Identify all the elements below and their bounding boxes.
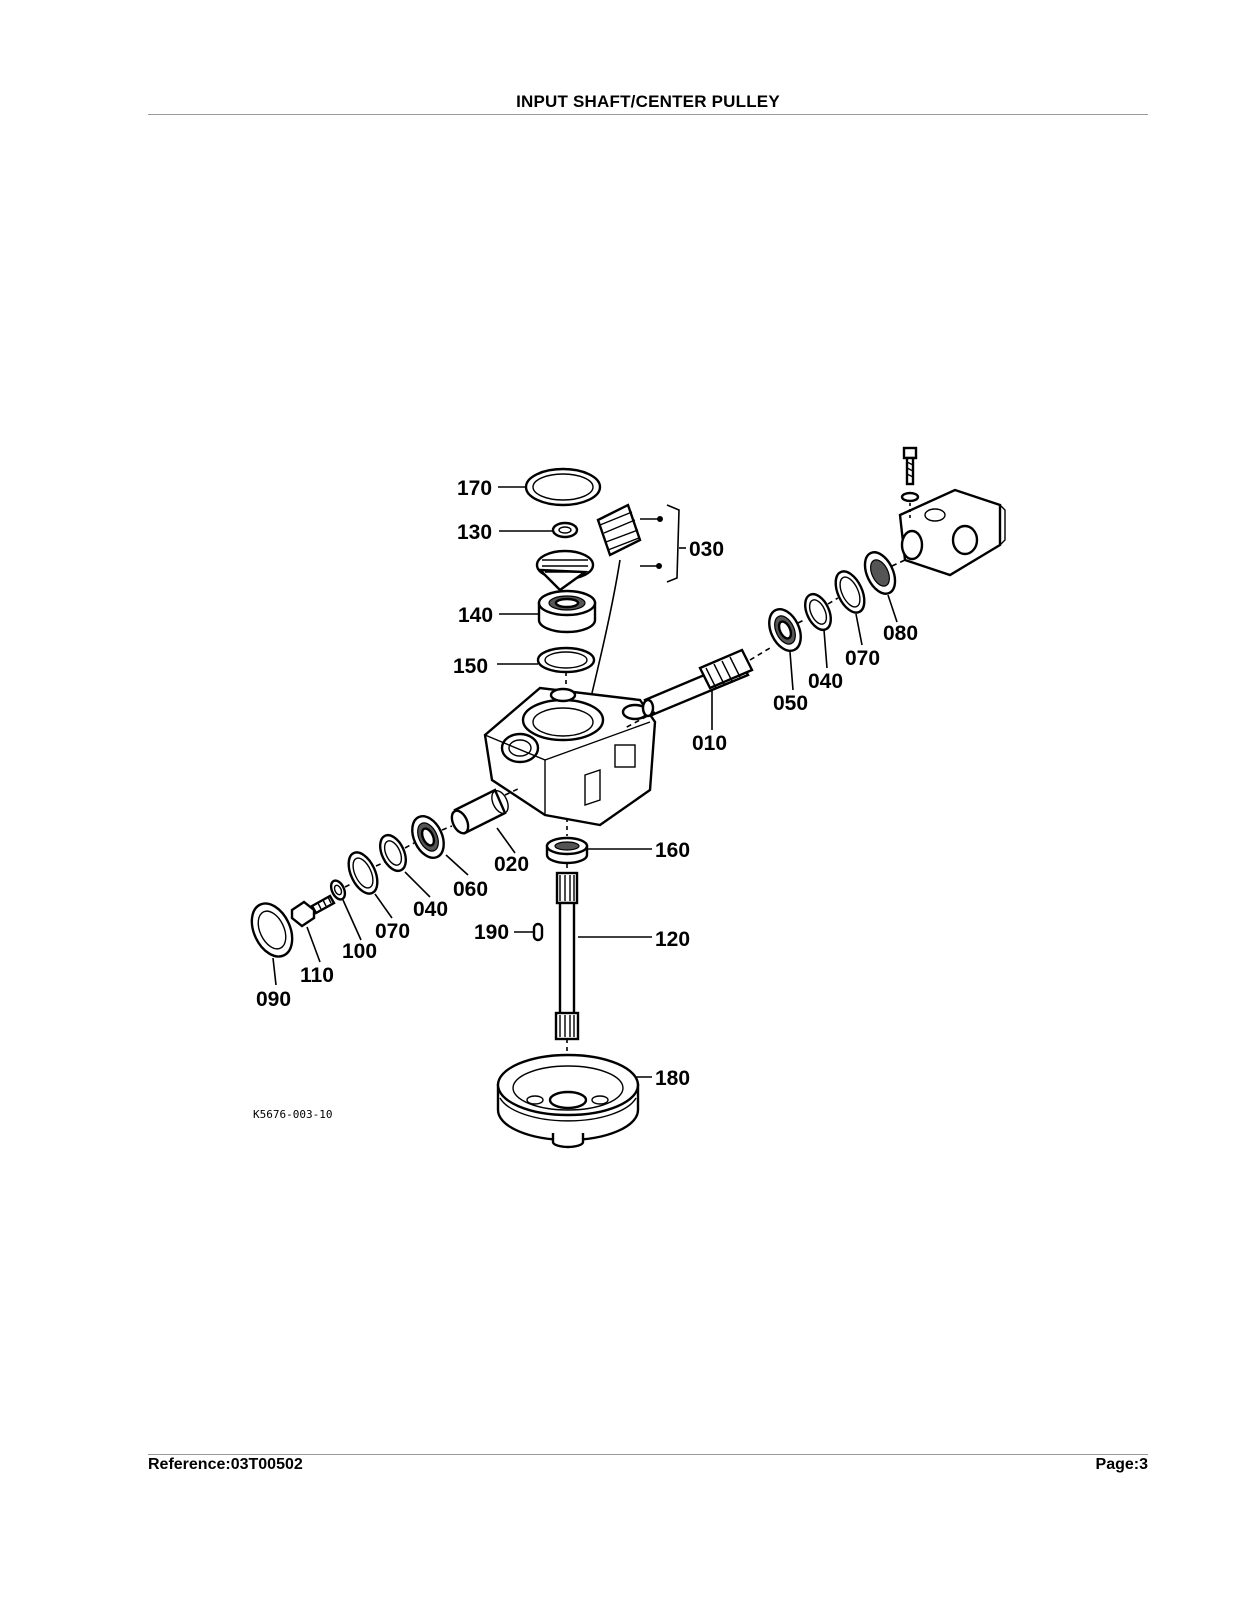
part-070-snap-ring-right <box>834 570 866 614</box>
callout-040-right: 040 <box>808 670 843 693</box>
bracket-030 <box>640 504 686 583</box>
part-070-snap-ring-left <box>347 851 379 895</box>
centerline-right <box>749 559 906 661</box>
reference-label: Reference:03T00502 <box>148 1456 303 1473</box>
callout-080: 080 <box>883 622 918 645</box>
callout-100: 100 <box>342 940 377 963</box>
footer-divider <box>148 1454 1148 1455</box>
part-110-bolt <box>290 894 336 928</box>
part-080-seal <box>863 551 897 595</box>
callout-110: 110 <box>300 964 334 987</box>
part-040-washer-right <box>803 592 833 632</box>
page-title: INPUT SHAFT/CENTER PULLEY <box>516 92 780 111</box>
callout-130: 130 <box>457 521 492 544</box>
part-190-key <box>532 922 544 942</box>
callout-040-left: 040 <box>413 898 448 921</box>
part-010-input-shaft <box>624 648 754 729</box>
part-090-seal <box>250 902 294 958</box>
part-170-seal <box>524 467 602 507</box>
callout-leaders <box>272 486 898 1078</box>
callout-120: 120 <box>655 928 690 951</box>
yoke-bolt <box>900 446 920 520</box>
callout-140: 140 <box>458 604 493 627</box>
callout-010: 010 <box>692 732 727 755</box>
page-number: Page:3 <box>1095 1456 1148 1473</box>
part-140-bearing <box>537 589 597 634</box>
universal-joint-yoke <box>898 488 1006 577</box>
part-180-pulley <box>496 1053 640 1149</box>
part-160-seal <box>545 836 589 865</box>
callout-180: 180 <box>655 1067 690 1090</box>
part-020-spacer <box>450 788 509 835</box>
callout-070-left: 070 <box>375 920 410 943</box>
part-100-washer <box>329 879 347 901</box>
callout-030: 030 <box>689 538 724 561</box>
callout-170: 170 <box>457 477 492 500</box>
drawing-code: K5676-003-10 <box>253 1108 332 1121</box>
part-150-ring <box>536 646 596 674</box>
callout-190: 190 <box>474 921 509 944</box>
part-030-bevel-gear-upper <box>596 503 642 557</box>
callout-060: 060 <box>453 878 488 901</box>
part-130-nut <box>551 521 579 539</box>
gear-housing <box>483 686 657 827</box>
part-040-washer-left <box>378 833 408 873</box>
part-120-output-shaft <box>554 871 580 1080</box>
callout-020: 020 <box>494 853 529 876</box>
part-060-bearing <box>411 815 445 859</box>
part-050-bearing <box>768 608 802 652</box>
callout-090: 090 <box>256 988 291 1011</box>
header-divider <box>148 114 1148 115</box>
callout-150: 150 <box>453 655 488 678</box>
part-030-bevel-gear-lower <box>535 549 595 592</box>
callout-160: 160 <box>655 839 690 862</box>
callout-070-right: 070 <box>845 647 880 670</box>
callout-050: 050 <box>773 692 808 715</box>
